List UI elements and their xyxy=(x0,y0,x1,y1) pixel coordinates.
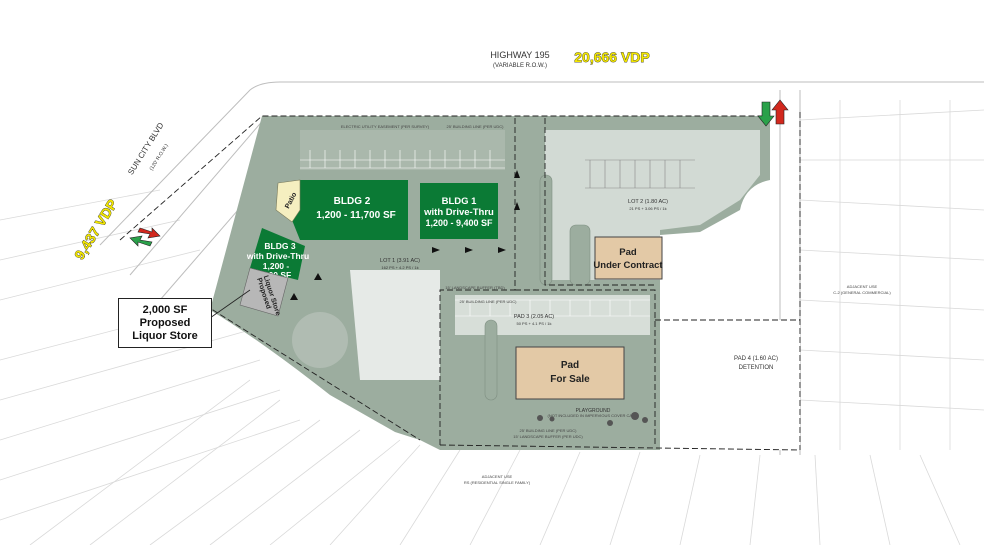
bldg1-size: 1,200 - 9,400 SF xyxy=(425,218,493,228)
bldg3-title: BLDG 3 xyxy=(264,241,295,251)
sun-city-inbound-arrow xyxy=(129,235,153,247)
adjacent-east-line1: ADJACENT USE xyxy=(847,284,878,289)
highway-outbound-arrow xyxy=(771,99,789,125)
landscape-bottom-note: 15' LANDSCAPE BUFFER (PER UDC) xyxy=(513,434,583,439)
playground-features xyxy=(537,412,648,426)
bldg1-drive-thru: with Drive-Thru xyxy=(423,207,494,218)
callout-use: Liquor Store xyxy=(132,329,198,342)
bldg2-footprint: BLDG 2 1,200 - 11,700 SF xyxy=(292,180,408,240)
landscape-mid-note: 15' LANDSCAPE BUFFER (TBD) xyxy=(445,285,505,290)
pad-for-sale: Pad For Sale xyxy=(515,346,625,400)
pad-contract-line1: Pad xyxy=(619,247,637,258)
pad-contract-line2: Under Contract xyxy=(593,260,663,271)
liquor-store-footprint: Proposed Liquor Store xyxy=(239,267,289,316)
building-line-bottom-note: 25' BUILDING LINE (PER UDC) xyxy=(520,428,578,433)
callout-proposed: Proposed xyxy=(139,316,191,329)
highway-inbound-arrow xyxy=(757,101,775,127)
pad4-name: PAD 4 (1.60 AC) xyxy=(734,356,778,362)
highway-labels: HIGHWAY 195 (VARIABLE R.O.W.) 20,666 VDP xyxy=(490,49,650,69)
bldg3-size-a: 1,200 - xyxy=(263,261,290,271)
building-line-mid-note: 25' BUILDING LINE (PER UDC) xyxy=(460,299,518,304)
parking-stalls xyxy=(300,150,650,317)
lot1-parking: 162 PS + 4.2 PS / 1k xyxy=(381,265,418,270)
adjacent-labels: ADJACENT USE RS (RESIDENTIAL SINGLE FAMI… xyxy=(464,284,891,485)
pad-under-contract: Pad Under Contract xyxy=(593,236,663,280)
plan-notes: ELECTRIC UTILITY EASEMENT (PER SURVEY) 2… xyxy=(341,124,639,439)
pad-sale-line1: Pad xyxy=(561,360,579,371)
sun-city-labels: SUN CITY BLVD (120' R.O.W.) 9,437 VDP xyxy=(71,121,170,263)
bldg2-title: BLDG 2 xyxy=(334,196,371,207)
sun-city-name: SUN CITY BLVD xyxy=(126,121,165,177)
traffic-arrows xyxy=(129,99,789,247)
lot2-parking-lines xyxy=(585,159,695,189)
bldg3-drive-thru: with Drive-Thru xyxy=(246,251,309,261)
lot-labels: LOT 1 (3.91 AC) 162 PS + 4.2 PS / 1k LOT… xyxy=(380,199,778,371)
bldg2-size: 1,200 - 11,700 SF xyxy=(316,210,396,221)
lot-boundaries xyxy=(119,112,801,451)
highway-name: HIGHWAY 195 xyxy=(490,50,549,60)
highway-vdp: 20,666 VDP xyxy=(574,49,650,65)
sun-city-vdp: 9,437 VDP xyxy=(71,196,120,262)
pad3-parking: 50 PS + 4.1 PS / 1k xyxy=(516,321,551,326)
islands xyxy=(484,174,591,401)
pad-sale-line2: For Sale xyxy=(550,374,590,385)
pad4-sub: DETENTION xyxy=(739,365,774,371)
patio: Patio xyxy=(275,179,301,223)
bldg1-footprint: BLDG 1 with Drive-Thru 1,200 - 9,400 SF xyxy=(420,183,498,239)
pad3-name: PAD 3 (2.05 AC) xyxy=(514,314,554,320)
lot2-name: LOT 2 (1.80 AC) xyxy=(628,199,668,205)
lot1-name: LOT 1 (3.91 AC) xyxy=(380,258,420,264)
bldg1-title: BLDG 1 xyxy=(442,196,478,207)
playground-label: PLAYGROUND xyxy=(576,408,611,414)
highway-row: (VARIABLE R.O.W.) xyxy=(493,63,547,69)
building-line-top-note: 25' BUILDING LINE (PER UDC) xyxy=(447,124,505,129)
adjacent-east-line2: C-2 (GENERAL COMMERCIAL) xyxy=(833,290,891,295)
callout-size: 2,000 SF xyxy=(142,303,188,316)
adjacent-south-line1: ADJACENT USE xyxy=(482,474,513,479)
sun-city-outbound-arrow xyxy=(137,227,161,239)
circulation-arrows xyxy=(290,170,520,300)
callout-leader xyxy=(209,289,251,319)
lot2-parking: 21 PS + 3.06 PS / 1k xyxy=(629,206,666,211)
playground-note: (NOT INCLUDED IN IMPERVIOUS COVER CALC) xyxy=(548,413,640,418)
liquor-store-callout: 2,000 SF Proposed Liquor Store xyxy=(118,298,212,348)
easement-note: ELECTRIC UTILITY EASEMENT (PER SURVEY) xyxy=(341,124,430,129)
adjacent-south-line2: RS (RESIDENTIAL SINGLE FAMILY) xyxy=(464,480,531,485)
site-area xyxy=(210,116,800,450)
